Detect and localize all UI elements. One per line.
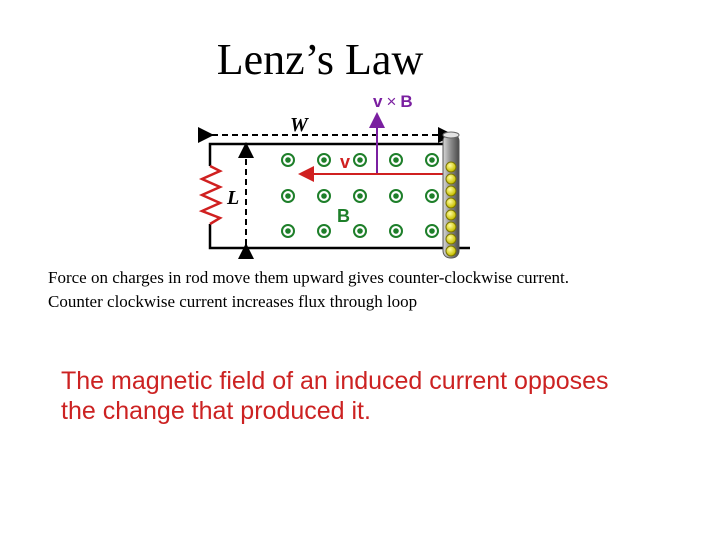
bottom-rail xyxy=(208,224,470,250)
field-out-of-page-icon xyxy=(425,224,439,238)
field-out-of-page-icon xyxy=(389,224,403,238)
field-out-of-page-icon xyxy=(389,153,403,167)
charge-dot xyxy=(445,173,457,185)
field-out-of-page-icon xyxy=(389,189,403,203)
velocity-label: v xyxy=(340,152,350,172)
explanation-line-2: Counter clockwise current increases flux… xyxy=(48,292,418,311)
field-out-of-page-icon xyxy=(317,153,331,167)
field-out-of-page-icon xyxy=(425,153,439,167)
top-rail xyxy=(208,142,452,166)
explanation-line-1: Force on charges in rod move them upward… xyxy=(48,268,569,287)
field-out-of-page-icon xyxy=(353,153,367,167)
charge-dot xyxy=(445,209,457,221)
lenz-law-statement: The magnetic field of an induced current… xyxy=(61,367,609,425)
field-out-of-page-icon xyxy=(281,224,295,238)
field-label: B xyxy=(337,206,350,226)
charges xyxy=(445,161,457,257)
width-label: W xyxy=(290,114,309,136)
charge-dot xyxy=(445,233,457,245)
length-label: L xyxy=(226,187,239,209)
field-out-of-page-icon xyxy=(281,189,295,203)
force-label: v×B xyxy=(373,92,413,111)
field-out-of-page-icon xyxy=(317,224,331,238)
charge-dot xyxy=(445,197,457,209)
field-out-of-page-icon xyxy=(281,153,295,167)
field-out-of-page-icon xyxy=(353,224,367,238)
magnetic-field-symbols xyxy=(281,153,439,238)
charge-dot xyxy=(445,221,457,233)
resistor-zigzag xyxy=(198,164,224,226)
slide-title: Lenz’s Law xyxy=(216,35,424,84)
charge-dot xyxy=(445,161,457,173)
field-out-of-page-icon xyxy=(353,189,367,203)
charge-dot xyxy=(445,185,457,197)
field-out-of-page-icon xyxy=(317,189,331,203)
field-out-of-page-icon xyxy=(425,189,439,203)
rail-rod-diagram: W L v×B v B xyxy=(198,92,470,259)
charge-dot xyxy=(445,245,457,257)
explanation-text: Force on charges in rod move them upward… xyxy=(48,266,638,314)
